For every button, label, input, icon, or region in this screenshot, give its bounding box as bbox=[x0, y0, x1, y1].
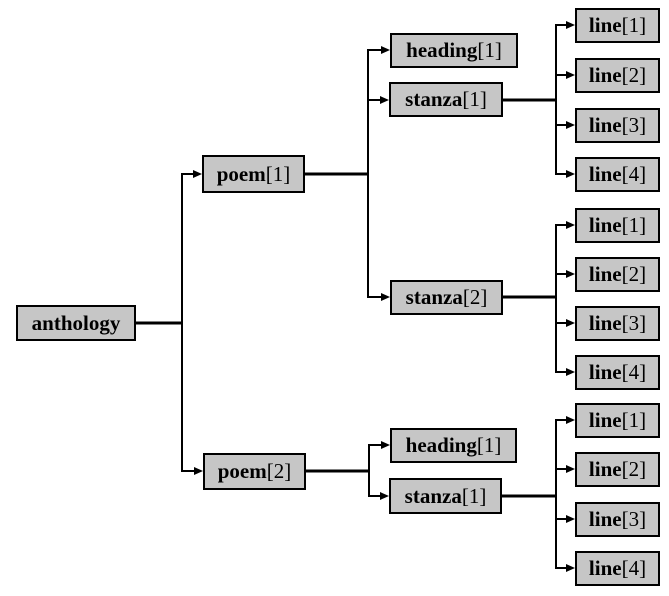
node-poem2-stanza-1: stanza[1] bbox=[389, 478, 502, 514]
node-poem2-heading-1-label: heading bbox=[405, 433, 477, 457]
node-poem-2: poem[2] bbox=[203, 453, 306, 490]
node-p1s2-line-4-label: line bbox=[588, 360, 622, 384]
node-p2s1-line-2-label: line bbox=[588, 457, 622, 481]
node-poem-2-label: poem bbox=[217, 459, 267, 483]
node-p1s2-line-3: line[3] bbox=[575, 306, 660, 341]
node-p2s1-line-4: line[4] bbox=[575, 551, 660, 586]
node-p1s2-line-3-label: line bbox=[588, 311, 622, 335]
node-p2s1-line-3-index: [3] bbox=[621, 507, 647, 531]
node-p1s1-line-2-label: line bbox=[588, 63, 622, 87]
node-p1s1-line-3-index: [3] bbox=[621, 113, 647, 137]
node-p2s1-line-4-label: line bbox=[588, 556, 622, 580]
node-poem2-stanza-1-label: stanza bbox=[404, 483, 462, 508]
node-poem-1: poem[1] bbox=[202, 155, 305, 193]
node-p1s2-line-1-label: line bbox=[588, 213, 622, 237]
node-p2s1-line-2: line[2] bbox=[575, 452, 660, 487]
node-p1s1-line-1-label: line bbox=[588, 13, 622, 37]
node-p1s2-line-2: line[2] bbox=[575, 257, 660, 292]
node-p2s1-line-1: line[1] bbox=[575, 403, 660, 438]
node-anthology-label: anthology bbox=[31, 310, 121, 335]
node-poem1-heading-1-index: [1] bbox=[477, 38, 502, 62]
node-p1s1-line-4-label: line bbox=[588, 162, 622, 186]
node-p1s2-line-4-index: [4] bbox=[621, 360, 647, 384]
node-p1s1-line-4: line[4] bbox=[575, 157, 660, 192]
node-anthology: anthology bbox=[16, 305, 136, 341]
node-poem1-heading-1: heading[1] bbox=[390, 33, 518, 68]
node-p1s2-line-1: line[1] bbox=[575, 208, 660, 243]
node-p1s1-line-4-index: [4] bbox=[621, 162, 647, 186]
node-p2s1-line-4-index: [4] bbox=[621, 556, 647, 580]
node-poem2-stanza-1-index: [1] bbox=[461, 483, 487, 508]
node-p2s1-line-3-label: line bbox=[588, 507, 622, 531]
node-p1s1-line-3: line[3] bbox=[575, 108, 660, 143]
node-p1s2-line-2-index: [2] bbox=[621, 262, 647, 286]
node-p1s1-line-2-index: [2] bbox=[621, 63, 647, 87]
node-poem-2-index: [2] bbox=[266, 459, 292, 483]
node-poem1-stanza-2-label: stanza bbox=[405, 285, 463, 309]
node-poem2-heading-1-index: [1] bbox=[476, 433, 502, 457]
node-poem-1-label: poem bbox=[216, 161, 266, 186]
node-p1s1-line-3-label: line bbox=[588, 113, 622, 137]
node-poem1-stanza-1-index: [1] bbox=[462, 87, 487, 111]
node-p1s1-line-1-index: [1] bbox=[621, 13, 647, 37]
node-p1s2-line-4: line[4] bbox=[575, 355, 660, 390]
node-poem1-heading-1-label: heading bbox=[406, 38, 478, 62]
node-poem-1-index: [1] bbox=[265, 161, 291, 186]
node-p2s1-line-2-index: [2] bbox=[621, 457, 647, 481]
node-p2s1-line-3: line[3] bbox=[575, 502, 660, 537]
node-p1s2-line-1-index: [1] bbox=[621, 213, 647, 237]
node-poem1-stanza-2: stanza[2] bbox=[390, 280, 503, 315]
node-p2s1-line-1-label: line bbox=[588, 408, 622, 432]
node-p1s1-line-1: line[1] bbox=[575, 8, 660, 43]
node-p1s1-line-2: line[2] bbox=[575, 58, 660, 93]
node-p1s2-line-2-label: line bbox=[588, 262, 622, 286]
node-poem1-stanza-1-label: stanza bbox=[405, 87, 463, 111]
node-poem2-heading-1: heading[1] bbox=[390, 428, 517, 463]
node-poem1-stanza-2-index: [2] bbox=[462, 285, 488, 309]
node-p1s2-line-3-index: [3] bbox=[621, 311, 647, 335]
node-p2s1-line-1-index: [1] bbox=[621, 408, 647, 432]
node-poem1-stanza-1: stanza[1] bbox=[389, 82, 503, 117]
